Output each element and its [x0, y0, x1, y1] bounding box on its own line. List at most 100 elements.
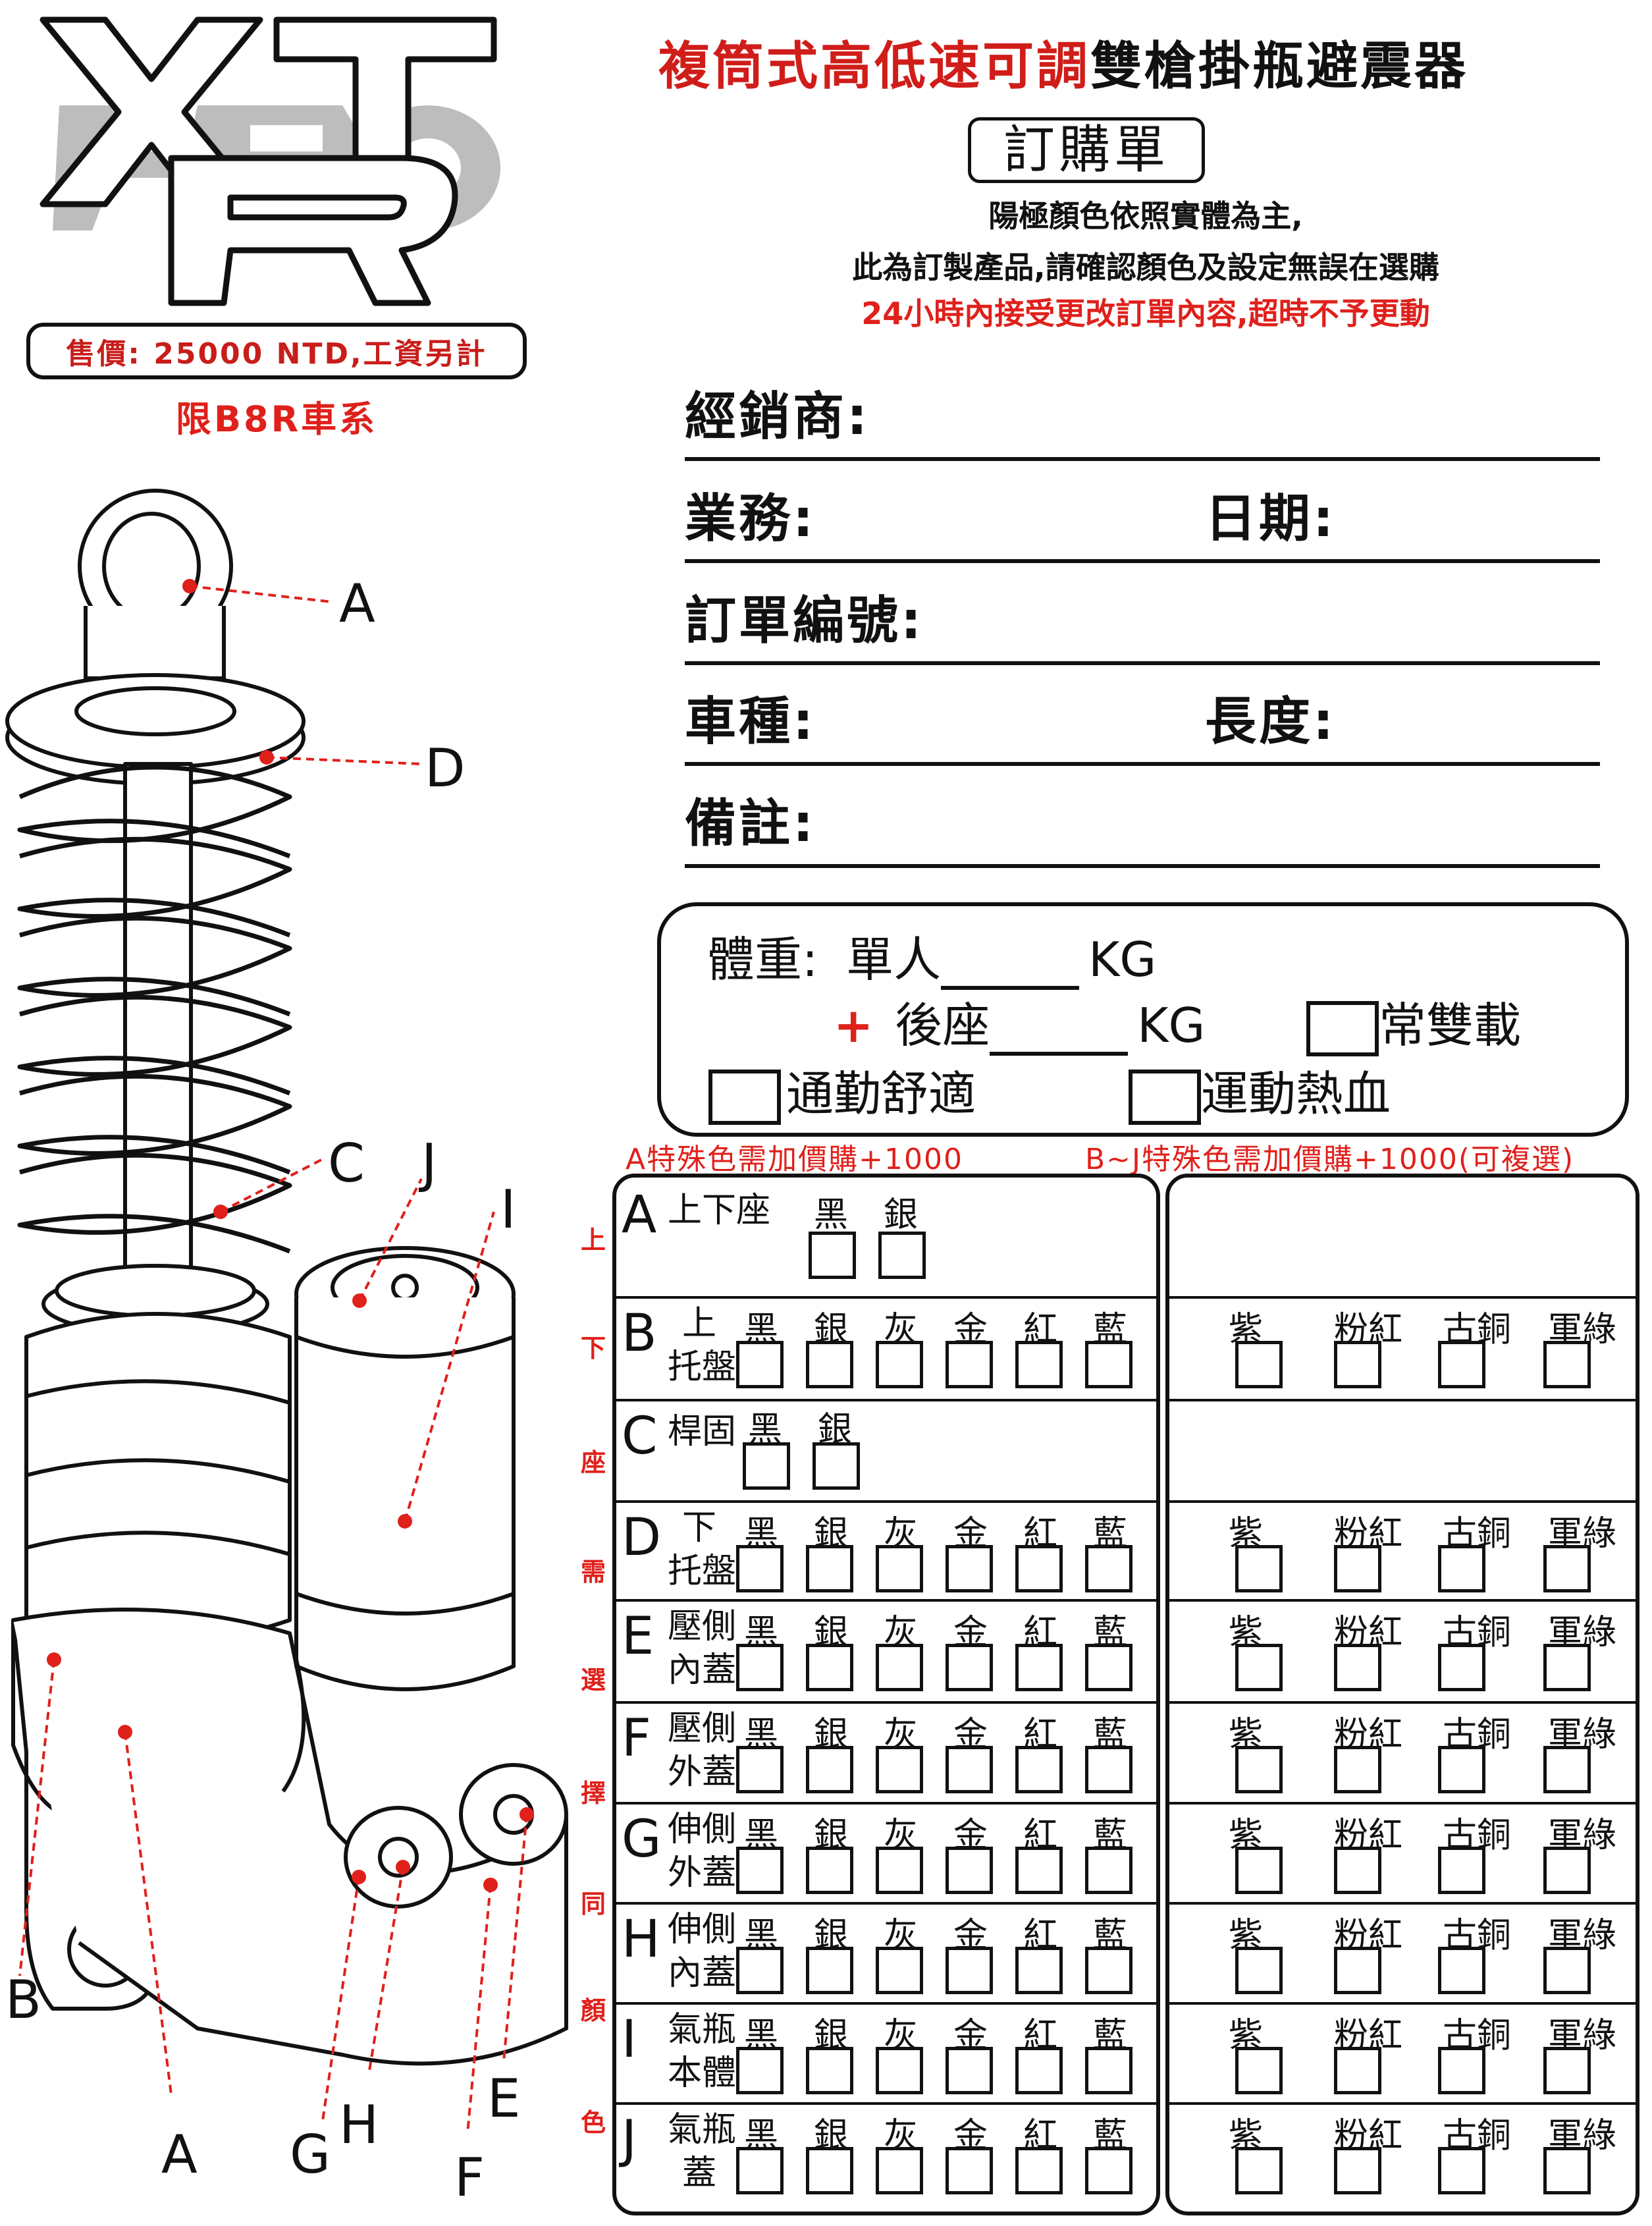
color-checkbox[interactable]	[1438, 1644, 1485, 1691]
color-checkbox[interactable]	[806, 1847, 853, 1894]
color-checkbox[interactable]	[1334, 1947, 1381, 1994]
color-checkbox[interactable]	[1235, 2047, 1283, 2094]
vertical-char: 色	[581, 2108, 606, 2137]
color-checkbox[interactable]	[1015, 1644, 1063, 1691]
color-checkbox[interactable]	[806, 1341, 853, 1388]
color-checkbox[interactable]	[1085, 1545, 1132, 1592]
color-checkbox[interactable]	[1085, 1644, 1132, 1691]
sport-checkbox[interactable]	[1129, 1070, 1201, 1126]
color-checkbox[interactable]	[1334, 1341, 1381, 1388]
single-weight-input[interactable]	[941, 940, 1080, 990]
color-checkbox[interactable]	[806, 1746, 853, 1793]
color-checkbox[interactable]	[1085, 1947, 1132, 1994]
color-checkbox[interactable]	[1015, 2047, 1063, 2094]
color-checkbox[interactable]	[1334, 2047, 1381, 2094]
color-checkbox[interactable]	[736, 2047, 784, 2094]
color-checkbox[interactable]	[1543, 1644, 1591, 1691]
color-checkbox[interactable]	[1438, 2147, 1485, 2194]
color-checkbox[interactable]	[1543, 2147, 1591, 2194]
color-checkbox[interactable]	[946, 1847, 993, 1894]
color-checkbox[interactable]	[736, 1545, 784, 1592]
color-checkbox[interactable]	[876, 1644, 923, 1691]
color-checkbox[interactable]	[1235, 2147, 1283, 2194]
color-checkbox[interactable]	[806, 1644, 853, 1691]
color-checkbox[interactable]	[1085, 2047, 1132, 2094]
color-checkbox[interactable]	[1015, 1545, 1063, 1592]
color-checkbox[interactable]	[1235, 1847, 1283, 1894]
color-checkbox[interactable]	[1235, 1947, 1283, 1994]
color-checkbox[interactable]	[1438, 2047, 1485, 2094]
color-checkbox[interactable]	[876, 2147, 923, 2194]
vertical-char: 選	[581, 1666, 606, 1695]
color-checkbox[interactable]	[1438, 1947, 1485, 1994]
color-checkbox[interactable]	[1543, 1847, 1591, 1894]
color-checkbox[interactable]	[1015, 1947, 1063, 1994]
color-checkbox[interactable]	[946, 1341, 993, 1388]
color-checkbox[interactable]	[736, 1947, 784, 1994]
color-checkbox[interactable]	[876, 2047, 923, 2094]
color-checkbox[interactable]	[1085, 1847, 1132, 1894]
color-checkbox[interactable]	[806, 2047, 853, 2094]
color-checkbox[interactable]	[876, 1545, 923, 1592]
color-checkbox[interactable]	[946, 1545, 993, 1592]
color-checkbox[interactable]	[876, 1341, 923, 1388]
color-checkbox[interactable]	[1543, 2047, 1591, 2094]
color-checkbox[interactable]	[1543, 1545, 1591, 1592]
color-checkbox[interactable]	[1334, 1545, 1381, 1592]
option-commute[interactable]: 通勤舒適	[708, 1055, 976, 1126]
color-checkbox[interactable]	[1543, 1746, 1591, 1793]
color-checkbox[interactable]	[736, 1644, 784, 1691]
rear-weight-input[interactable]	[990, 1006, 1129, 1056]
color-checkbox[interactable]	[946, 2147, 993, 2194]
color-checkbox[interactable]	[1438, 1746, 1485, 1793]
color-checkbox[interactable]	[806, 1545, 853, 1592]
order-number-field[interactable]: 訂單編號:	[685, 566, 1600, 665]
color-checkbox[interactable]	[809, 1232, 856, 1279]
color-checkbox[interactable]	[1543, 1341, 1591, 1388]
color-checkbox[interactable]	[878, 1232, 926, 1279]
color-checkbox[interactable]	[743, 1442, 790, 1490]
color-checkbox[interactable]	[946, 2047, 993, 2094]
color-checkbox[interactable]	[1015, 1746, 1063, 1793]
color-checkbox[interactable]	[1235, 1644, 1283, 1691]
color-checkbox[interactable]	[876, 1746, 923, 1793]
option-double[interactable]: 常雙載	[1306, 987, 1521, 1057]
color-checkbox[interactable]	[1015, 1341, 1063, 1388]
color-checkbox[interactable]	[1235, 1746, 1283, 1793]
color-checkbox[interactable]	[1334, 2147, 1381, 2194]
color-checkbox[interactable]	[876, 1947, 923, 1994]
color-checkbox[interactable]	[946, 1746, 993, 1793]
color-checkbox[interactable]	[813, 1442, 860, 1490]
color-checkbox[interactable]	[1235, 1341, 1283, 1388]
color-checkbox[interactable]	[736, 1847, 784, 1894]
length-label: 長度:	[1205, 692, 1337, 751]
color-checkbox[interactable]	[1438, 1341, 1485, 1388]
color-checkbox[interactable]	[806, 2147, 853, 2194]
double-checkbox[interactable]	[1306, 1001, 1379, 1057]
color-checkbox[interactable]	[1438, 1545, 1485, 1592]
option-sport[interactable]: 運動熱血	[1129, 1055, 1391, 1126]
color-checkbox[interactable]	[1235, 1545, 1283, 1592]
color-checkbox[interactable]	[806, 1947, 853, 1994]
color-checkbox[interactable]	[1334, 1644, 1381, 1691]
remark-field[interactable]: 備註:	[685, 769, 1600, 868]
color-checkbox[interactable]	[1543, 1947, 1591, 1994]
dealer-field[interactable]: 經銷商:	[685, 362, 1600, 461]
commute-checkbox[interactable]	[708, 1070, 781, 1126]
color-checkbox[interactable]	[1438, 1847, 1485, 1894]
color-checkbox[interactable]	[946, 1644, 993, 1691]
color-checkbox[interactable]	[736, 1746, 784, 1793]
color-checkbox[interactable]	[1085, 2147, 1132, 2194]
color-checkbox[interactable]	[1334, 1746, 1381, 1793]
sales-date-field[interactable]: 業務: 日期:	[685, 464, 1600, 563]
color-checkbox[interactable]	[946, 1947, 993, 1994]
color-checkbox[interactable]	[1085, 1341, 1132, 1388]
color-checkbox[interactable]	[1085, 1746, 1132, 1793]
vehicle-length-field[interactable]: 車種: 長度:	[685, 667, 1600, 766]
color-checkbox[interactable]	[876, 1847, 923, 1894]
color-checkbox[interactable]	[1015, 2147, 1063, 2194]
color-checkbox[interactable]	[1334, 1847, 1381, 1894]
color-checkbox[interactable]	[1015, 1847, 1063, 1894]
color-checkbox[interactable]	[736, 1341, 784, 1388]
color-checkbox[interactable]	[736, 2147, 784, 2194]
